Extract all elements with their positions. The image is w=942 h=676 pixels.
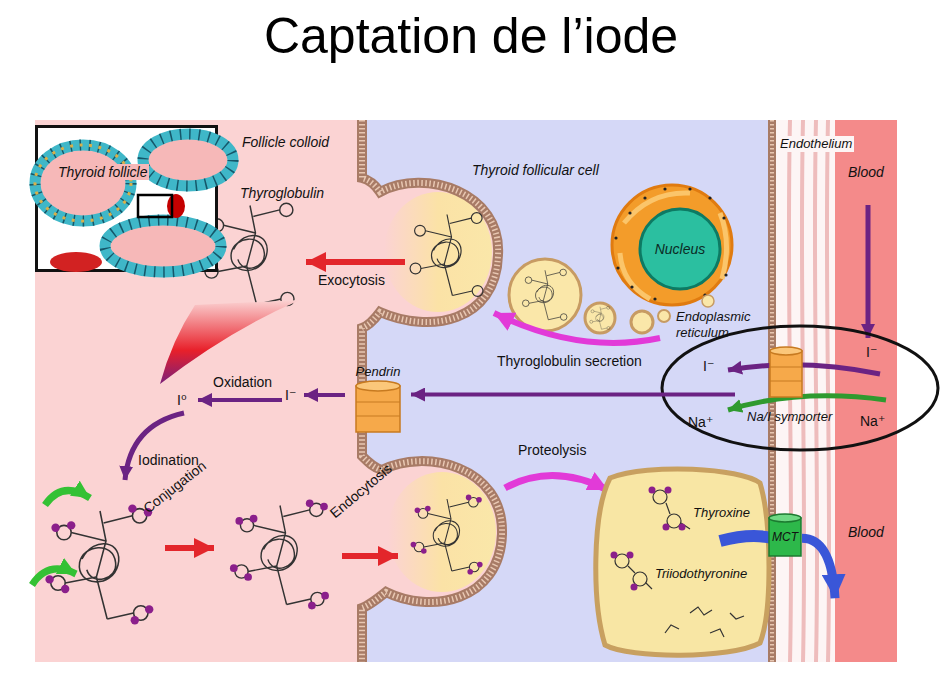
connector-arrow	[802, 538, 835, 598]
node-text: Na/I symporter	[747, 409, 832, 425]
annotation-label: I⁻	[285, 387, 296, 403]
follicular-cell: Thyroid follicular cellNucleusThyroxineT…	[355, 120, 770, 662]
annotation-label: Na⁺	[860, 413, 885, 429]
node-text: Blood	[848, 164, 884, 180]
lysosome-vesicle: ThyroxineTriiodothyronine	[590, 463, 770, 660]
title: Captation de l’iode	[0, 6, 942, 66]
annotation-label: Thyroglobulin	[240, 185, 324, 201]
node-text: Endothelium	[778, 136, 854, 152]
lysosome-vesicle-shape	[590, 463, 770, 660]
annotation-label: Endoplasmic reticulum	[676, 309, 768, 341]
annotation-label: Proteolysis	[518, 442, 586, 458]
inset-box-shape	[38, 128, 215, 269]
pendrin-channel: Pendrin	[345, 362, 411, 436]
node-text: Pendrin	[356, 364, 401, 380]
annotation-label: Thyroglobulin secretion	[497, 353, 642, 369]
node-text: Thyroxine	[693, 505, 750, 521]
colloid-region: Follicle colloid	[35, 120, 355, 662]
node-text: MCT	[772, 529, 798, 545]
annotation-label: I⁰	[177, 392, 187, 408]
endothelium-band: Endothelium	[772, 120, 862, 662]
nucleus: Nucleus	[610, 183, 734, 307]
annotation-label: Na⁺	[688, 414, 713, 430]
node-text: Blood	[848, 524, 884, 540]
node-text: Nucleus	[655, 241, 706, 257]
node-text: Follicle colloid	[242, 134, 329, 150]
annotation-label: I⁻	[866, 344, 877, 360]
node-text: Triiodothyronine	[655, 566, 747, 582]
node-text: Thyroid follicle	[56, 164, 149, 180]
annotation-label: Oxidation	[213, 374, 272, 390]
connector-arrow	[411, 393, 735, 397]
annotation-label: I⁻	[703, 358, 714, 374]
inset-box: Thyroid follicle	[35, 125, 218, 272]
symporter-channel: Na/I symporter	[735, 345, 860, 427]
mct-transporter: MCT	[768, 513, 802, 559]
node-text: Thyroid follicular cell	[472, 162, 599, 178]
blood-band: BloodBlood	[835, 120, 897, 662]
annotation-label: Exocytosis	[318, 272, 385, 288]
